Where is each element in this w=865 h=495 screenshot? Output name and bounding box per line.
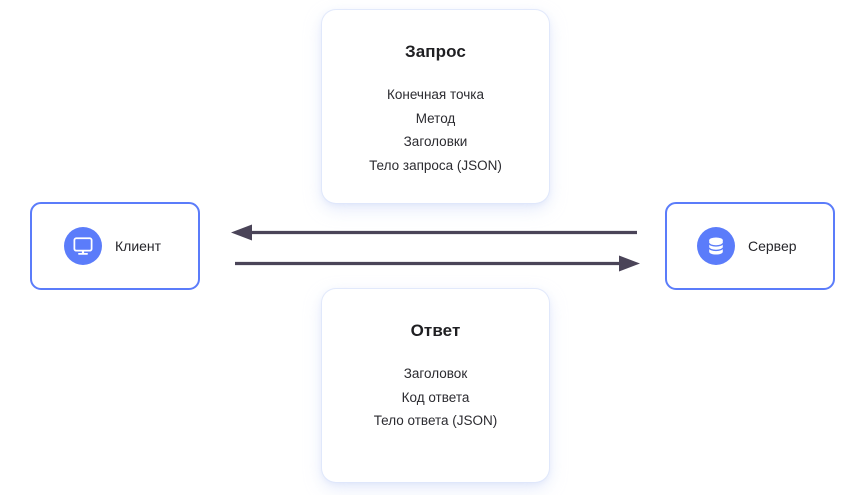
request-line-endpoint: Конечная точка	[387, 87, 484, 102]
response-card: Ответ Заголовок Код ответа Тело ответа (…	[322, 289, 549, 482]
server-node: Сервер	[665, 202, 835, 290]
server-node-label: Сервер	[748, 238, 797, 254]
request-card-title: Запрос	[405, 42, 466, 61]
response-card-title: Ответ	[410, 321, 461, 340]
database-icon	[697, 227, 735, 265]
monitor-icon	[64, 227, 102, 265]
request-card-lines: Конечная точка Метод Заголовки Тело запр…	[322, 83, 549, 177]
client-node-label: Клиент	[115, 238, 162, 254]
request-line-method: Метод	[415, 110, 456, 126]
request-card: Запрос Конечная точка Метод Заголовки Те…	[322, 10, 549, 203]
response-line-body: Тело ответа (JSON)	[373, 413, 498, 428]
request-arrow	[235, 255, 640, 272]
response-card-lines: Заголовок Код ответа Тело ответа (JSON)	[322, 362, 549, 433]
response-line-status-code: Код ответа	[401, 389, 470, 405]
request-line-body: Тело запроса (JSON)	[369, 157, 502, 173]
client-node: Клиент	[30, 202, 200, 290]
request-line-headers: Заголовки	[403, 134, 468, 149]
response-arrow	[231, 224, 637, 241]
response-line-header: Заголовок	[403, 366, 468, 381]
